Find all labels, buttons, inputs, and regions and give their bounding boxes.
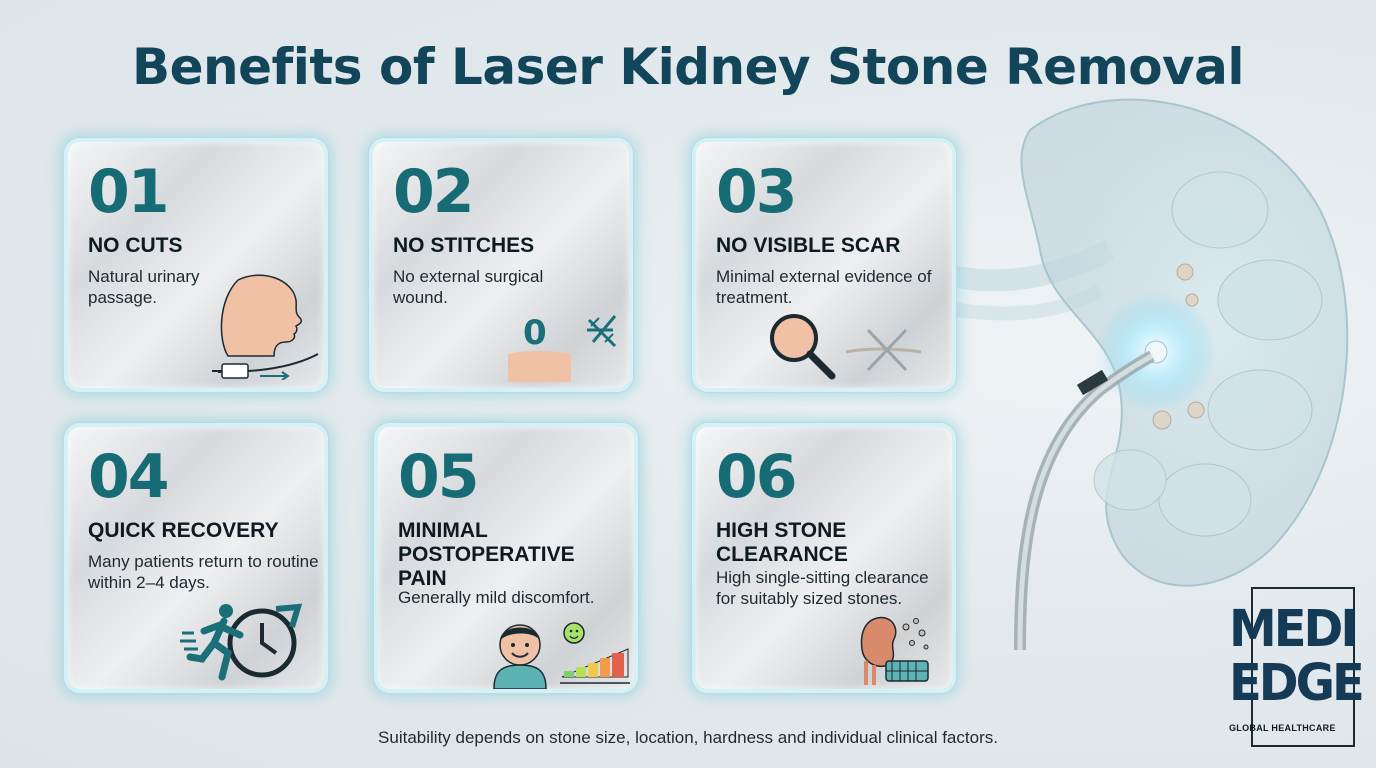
logo-line-2: EDGE: [1229, 653, 1365, 713]
card-heading: NO CUTS: [88, 234, 183, 257]
card-number: 03: [716, 157, 797, 227]
magnifier-no-scar-icon: [770, 314, 922, 380]
kidney-illustration: [930, 98, 1349, 650]
zero-label: 0: [523, 313, 547, 353]
logo-tagline: GLOBAL HEALTHCARE: [1229, 723, 1336, 733]
benefit-card-06: 06 HIGH STONE CLEARANCE High single-sitt…: [692, 423, 956, 693]
card-heading: QUICK RECOVERY: [88, 519, 279, 542]
logo-line-1: MEDI: [1229, 599, 1358, 659]
logo-frame: [1251, 587, 1355, 747]
footnote: Suitability depends on stone size, locat…: [378, 728, 998, 747]
benefit-card-02: 02 NO STITCHES No external surgical woun…: [369, 138, 633, 392]
running-clock-icon: [180, 603, 303, 681]
card-description: No external surgical wound.: [393, 267, 544, 307]
benefit-card-03: 03 NO VISIBLE SCAR Minimal external evid…: [692, 138, 956, 392]
smiling-patient-pain-scale-icon: [493, 622, 630, 689]
no-stitches-icon: 0: [508, 313, 617, 382]
card-description: Generally mild discomfort.: [398, 588, 595, 607]
card-number: 01: [88, 157, 169, 227]
card-number: 04: [88, 442, 169, 512]
card-description: Natural urinary passage.: [88, 267, 200, 307]
page-title: Benefits of Laser Kidney Stone Removal: [131, 38, 1245, 96]
card-heading: NO VISIBLE SCAR: [716, 234, 901, 257]
benefit-card-05: 05 MINIMAL POSTOPERATIVE PAIN Generally …: [374, 423, 638, 693]
card-heading: HIGH STONE CLEARANCE: [716, 519, 848, 566]
card-description: Many patients return to routine within 2…: [88, 552, 319, 592]
card-description: Minimal external evidence of treatment.: [716, 267, 932, 307]
card-number: 02: [393, 157, 474, 227]
mediedge-logo: MEDI EDGE GLOBAL HEALTHCARE: [1229, 587, 1365, 747]
benefit-card-01: 01 NO CUTS Natural urinary passage.: [64, 138, 328, 392]
benefit-card-04: 04 QUICK RECOVERY Many patients return t…: [64, 423, 328, 693]
face-catheter-icon: [212, 274, 319, 380]
card-number: 05: [398, 442, 479, 512]
card-heading: MINIMAL POSTOPERATIVE PAIN: [398, 519, 575, 590]
card-number: 06: [716, 442, 797, 512]
kidney-stone-basket-icon: [860, 616, 929, 685]
card-description: High single-sitting clearance for suitab…: [716, 568, 929, 608]
card-heading: NO STITCHES: [393, 234, 535, 257]
